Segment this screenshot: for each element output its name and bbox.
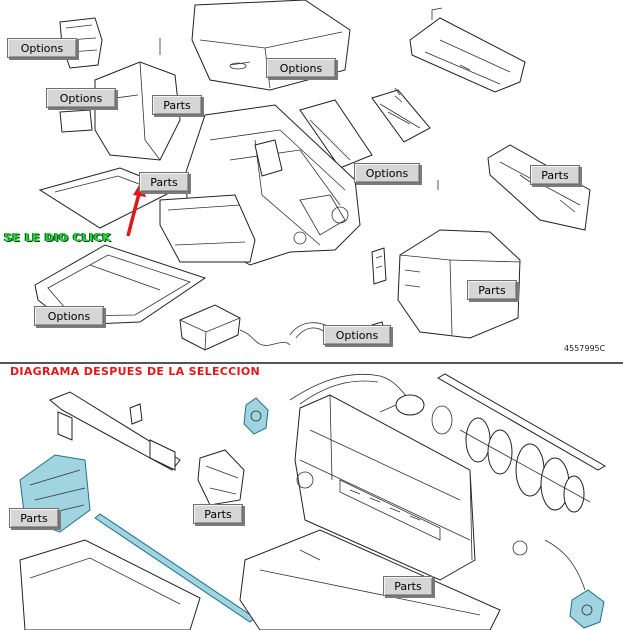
- parts-button-5[interactable]: Parts: [9, 508, 59, 528]
- main-frame-part: [294, 394, 528, 581]
- parts-button-1[interactable]: Parts: [152, 95, 202, 115]
- output-tray-part: [409, 7, 526, 93]
- options-button-2[interactable]: Options: [46, 88, 116, 108]
- circuit-board-part: [299, 89, 431, 169]
- connector-part: [371, 247, 387, 285]
- rear-cover-part: [397, 229, 521, 339]
- parts-button-3[interactable]: Parts: [530, 165, 580, 185]
- parts-button-6[interactable]: Parts: [193, 504, 243, 524]
- paper-tray-part: [159, 194, 256, 263]
- section-divider: [0, 362, 623, 364]
- left-cover-part: [59, 61, 181, 161]
- gear-bottom-part: [544, 539, 605, 629]
- bracket-part: [197, 449, 245, 506]
- reference-code: 4557995C: [564, 344, 606, 353]
- options-button-4[interactable]: Options: [354, 163, 420, 183]
- roller-assembly-part: [431, 405, 591, 513]
- cable-harness-part: [289, 373, 411, 405]
- click-annotation: SE LE DIO CLICK: [4, 231, 112, 244]
- options-button-5[interactable]: Options: [34, 306, 104, 326]
- highlighted-rod-part: [94, 513, 256, 623]
- power-adapter-part: [179, 304, 291, 351]
- base-plate-part: [239, 529, 501, 630]
- top-exploded-view: [34, 0, 591, 351]
- options-button-1[interactable]: Options: [7, 38, 77, 58]
- options-button-3[interactable]: Options: [266, 58, 336, 78]
- parts-button-7[interactable]: Parts: [383, 576, 433, 596]
- side-panel-part: [487, 144, 591, 231]
- parts-button-4[interactable]: Parts: [467, 280, 517, 300]
- shaft-part: [436, 373, 607, 471]
- gear-part: [243, 397, 269, 435]
- parts-button-2[interactable]: Parts: [139, 172, 189, 192]
- motor-part: [379, 394, 425, 416]
- paper-cassette-part: [34, 244, 207, 326]
- lower-tray-part: [19, 539, 201, 630]
- after-selection-title: DIAGRAMA DESPUES DE LA SELECCION: [10, 365, 261, 378]
- carriage-rail-part: [49, 391, 181, 471]
- options-button-6[interactable]: Options: [323, 325, 391, 345]
